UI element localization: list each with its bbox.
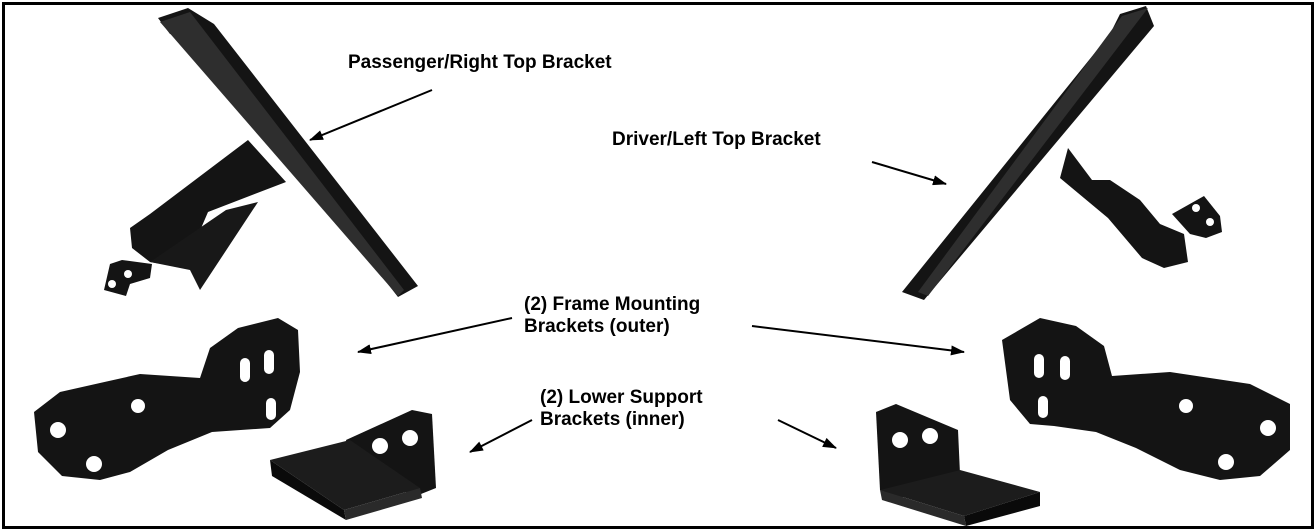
lower-support-bracket-right <box>876 404 1040 526</box>
label-frame-line-2: Brackets (outer) <box>524 316 670 337</box>
label-lower-support-brackets: (2) Lower Support Brackets (inner) <box>540 387 703 431</box>
driver-top-bracket <box>902 6 1222 300</box>
lower-support-bracket-left <box>270 410 436 520</box>
label-lower-line-1: (2) Lower Support <box>540 387 703 408</box>
passenger-top-bracket <box>104 8 418 297</box>
arrow-frame-right <box>751 325 965 356</box>
frame-mounting-bracket-left <box>34 318 300 480</box>
arrow-frame-left <box>357 317 513 355</box>
label-passenger-top-bracket: Passenger/Right Top Bracket <box>348 52 612 73</box>
label-driver-top-bracket: Driver/Left Top Bracket <box>612 129 821 150</box>
arrow-passenger-top <box>309 89 433 141</box>
arrow-driver-top <box>871 161 947 186</box>
label-frame-mounting-brackets: (2) Frame Mounting Brackets (outer) <box>524 294 700 338</box>
arrow-lower-left <box>469 419 533 453</box>
label-frame-line-1: (2) Frame Mounting <box>524 294 701 315</box>
arrow-lower-right <box>777 419 837 449</box>
label-lower-line-2: Brackets (inner) <box>540 409 685 430</box>
frame-mounting-bracket-right <box>1002 318 1290 480</box>
